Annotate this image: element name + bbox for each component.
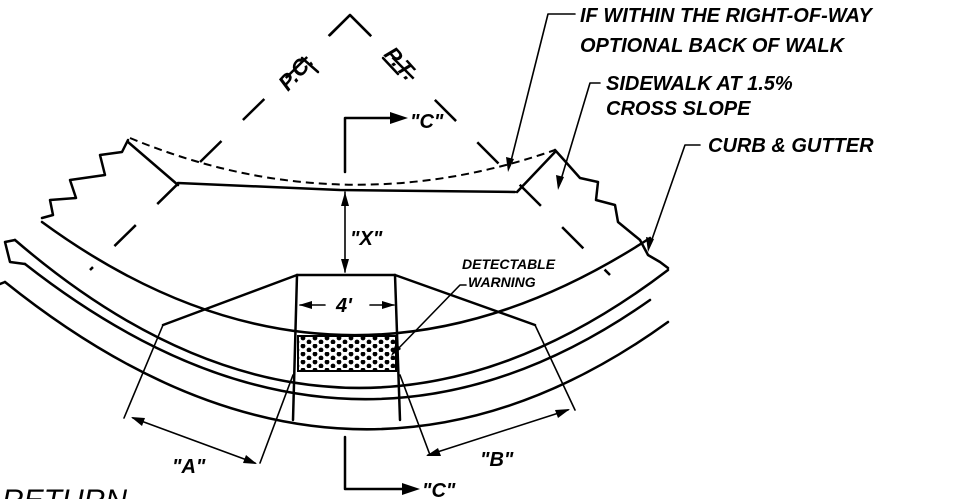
width-dimension bbox=[299, 301, 395, 309]
sidewalk-note-line1: SIDEWALK AT 1.5% bbox=[606, 73, 793, 95]
right-break-line bbox=[553, 148, 670, 270]
curb-back-line bbox=[40, 220, 652, 337]
section-c-bottom-label: "C" bbox=[422, 480, 456, 499]
a-dimension bbox=[123, 324, 294, 464]
detail-title-partial: RETURN bbox=[2, 484, 127, 499]
tangent-lines bbox=[89, 13, 611, 276]
b-dimension-label: "B" bbox=[480, 449, 514, 471]
leader-curb-gutter bbox=[646, 144, 701, 252]
sidewalk-top-line bbox=[176, 181, 517, 194]
back-of-walk-note-line2: OPTIONAL BACK OF WALK bbox=[580, 35, 846, 57]
detectable-warning-label-line2: WARNING bbox=[468, 274, 536, 290]
pc-label: P.C. bbox=[273, 49, 318, 95]
detectable-warning-label-line1: DETECTABLE bbox=[462, 256, 556, 272]
leader-detectable-warning bbox=[391, 284, 467, 356]
section-c-top-marker bbox=[343, 112, 408, 174]
sidewalk-note-line2: CROSS SLOPE bbox=[606, 98, 751, 120]
curb-face-line bbox=[13, 238, 670, 390]
section-c-top-label: "C" bbox=[410, 111, 444, 133]
gutter-line bbox=[23, 262, 652, 401]
x-dimension bbox=[341, 191, 349, 273]
pt-label: P.T. bbox=[379, 42, 422, 85]
curb-gutter-note: CURB & GUTTER bbox=[708, 135, 874, 157]
gutter-lip-line bbox=[3, 280, 670, 431]
width-dimension-label: 4' bbox=[335, 295, 353, 317]
optional-back-of-walk-line bbox=[129, 137, 556, 186]
leader-back-of-walk bbox=[506, 13, 576, 172]
x-dimension-label: "X" bbox=[350, 228, 383, 250]
section-c-bottom-marker bbox=[343, 435, 420, 495]
detectable-warning-pad bbox=[297, 335, 397, 372]
left-break-line bbox=[40, 138, 130, 220]
b-dimension bbox=[399, 324, 576, 456]
a-dimension-label: "A" bbox=[172, 456, 206, 478]
back-of-walk-note-line1: IF WITHIN THE RIGHT-OF-WAY bbox=[580, 5, 873, 27]
leader-sidewalk bbox=[556, 82, 601, 190]
